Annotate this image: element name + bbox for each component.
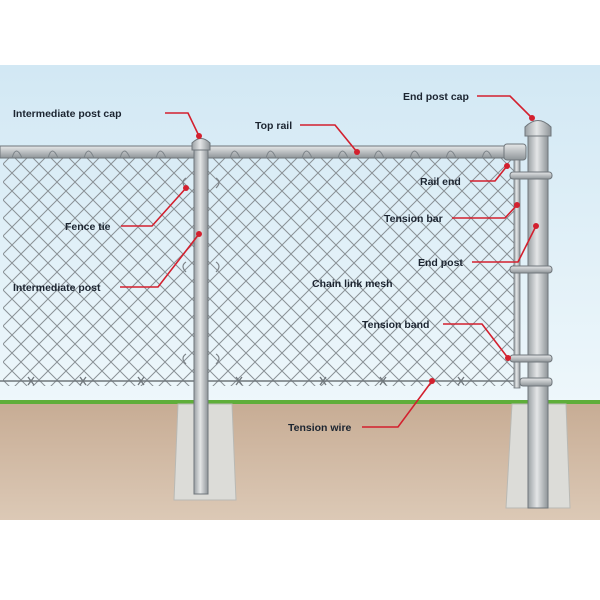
top-rail	[0, 145, 513, 159]
label-intermediate-post-cap: Intermediate post cap	[13, 108, 122, 120]
label-rail-end: Rail end	[420, 176, 461, 188]
label-top-rail: Top rail	[255, 120, 292, 132]
leader-tension-bar	[452, 204, 518, 219]
tension-bands	[509, 171, 553, 363]
leader-intermediate-post	[120, 233, 200, 288]
rail-end	[503, 143, 527, 161]
label-intermediate-post: Intermediate post	[13, 282, 101, 294]
intermediate-post-cap	[191, 138, 211, 151]
label-chain-link-mesh: Chain link mesh	[312, 278, 393, 290]
mesh-top-loops	[11, 150, 493, 159]
leader-top-rail	[300, 124, 358, 153]
leader-dots	[183, 115, 539, 384]
label-end-post-cap: End post cap	[403, 91, 469, 103]
leader-end-post	[472, 225, 537, 263]
tension-bar	[513, 159, 521, 389]
tension-wire-twists	[27, 376, 465, 386]
leader-end-post-cap	[477, 95, 533, 119]
end-post-bottom-band	[519, 377, 553, 387]
grass	[0, 400, 600, 404]
leader-intermediate-post-cap	[165, 112, 200, 137]
label-tension-bar: Tension bar	[384, 213, 443, 225]
label-tension-wire: Tension wire	[288, 422, 352, 434]
label-fence-tie: Fence tie	[65, 221, 111, 233]
end-post-cap	[524, 120, 552, 137]
chain-link-mesh	[3, 156, 518, 386]
intermediate-post	[193, 149, 209, 495]
label-tension-band: Tension band	[362, 319, 429, 331]
leader-tension-band	[443, 323, 509, 359]
leader-rail-end	[470, 165, 508, 182]
leader-tension-wire	[362, 380, 433, 428]
label-end-post: End post	[418, 257, 463, 269]
end-post	[527, 135, 549, 509]
ground	[0, 402, 600, 520]
leader-lines	[120, 95, 537, 428]
leader-fence-tie	[121, 187, 187, 227]
